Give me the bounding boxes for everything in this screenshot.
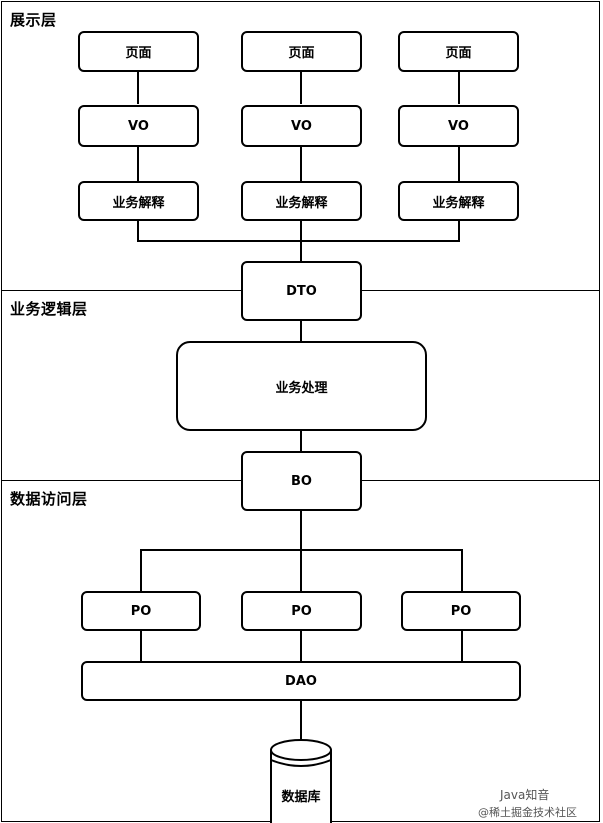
po-box-2: PO — [241, 591, 362, 631]
dto-box: DTO — [241, 261, 362, 321]
database-cylinder-icon — [270, 739, 332, 823]
watermark-java: Java知音 — [500, 786, 549, 803]
connector — [300, 430, 302, 452]
interpret-box-2: 业务解释 — [241, 181, 362, 221]
po-box-1: PO — [81, 591, 201, 631]
connector — [300, 146, 302, 181]
watermark-community: @稀土掘金技术社区 — [478, 804, 577, 820]
page-box-3: 页面 — [398, 31, 519, 72]
vo-box-2: VO — [241, 105, 362, 147]
page-box-2: 页面 — [241, 31, 362, 72]
connector — [300, 630, 302, 662]
data-access-layer-title: 数据访问层 — [10, 490, 88, 508]
business-process-box: 业务处理 — [176, 341, 427, 431]
connector — [140, 630, 142, 662]
connector — [458, 220, 460, 242]
vo-box-1: VO — [78, 105, 199, 147]
connector — [140, 549, 142, 592]
page-box-1: 页面 — [78, 31, 199, 72]
po-box-3: PO — [401, 591, 521, 631]
database-label: 数据库 — [281, 790, 321, 805]
connector — [137, 220, 139, 242]
connector — [458, 146, 460, 181]
connector — [461, 549, 463, 592]
connector — [137, 71, 139, 104]
interpret-box-1: 业务解释 — [78, 181, 199, 221]
connector — [137, 146, 139, 181]
watermark-line1: Java知音 — [500, 788, 550, 802]
connector — [458, 71, 460, 104]
connector — [300, 320, 302, 343]
connector — [300, 700, 302, 745]
connector — [140, 549, 463, 551]
dao-box: DAO — [81, 661, 521, 701]
vo-box-3: VO — [398, 105, 519, 147]
business-layer-title: 业务逻辑层 — [10, 300, 88, 318]
bo-box: BO — [241, 451, 362, 511]
connector — [137, 240, 460, 242]
connector — [300, 510, 302, 592]
interpret-box-3: 业务解释 — [398, 181, 519, 221]
connector — [461, 630, 463, 662]
presentation-layer-title: 展示层 — [10, 11, 57, 29]
connector — [300, 71, 302, 104]
watermark-line2: @稀土掘金技术社区 — [478, 806, 577, 819]
